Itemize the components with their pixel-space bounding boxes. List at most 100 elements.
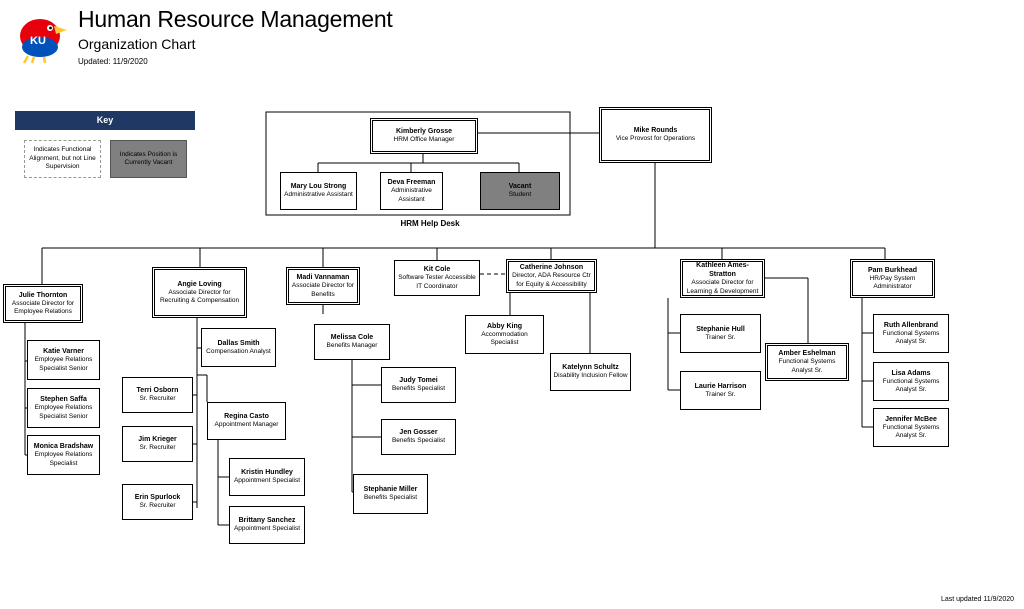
node-name: Monica Bradshaw xyxy=(33,443,94,451)
node-name: Mary Lou Strong xyxy=(290,183,347,191)
node-name: Deva Freeman xyxy=(387,179,436,187)
jayhawk-logo: KU xyxy=(20,19,67,64)
org-node-judy-tomei[interactable]: Judy Tomei Benefits Specialist xyxy=(381,367,456,403)
node-name: Erin Spurlock xyxy=(134,494,181,502)
node-title: Benefits Specialist xyxy=(391,385,446,393)
node-title: Appointment Specialist xyxy=(233,477,301,485)
node-title: Sr. Recruiter xyxy=(139,444,176,452)
node-name: Jim Krieger xyxy=(138,436,177,444)
node-title: Administrative Assistant xyxy=(284,191,353,199)
node-name: Amber Eshelman xyxy=(778,350,836,358)
org-node-abby-king[interactable]: Abby King Accommodation Specialist xyxy=(465,315,544,354)
logo-text: KU xyxy=(30,35,46,47)
org-node-kathleen-ames-stratton[interactable]: Kathleen Ames-Stratton Associate Directo… xyxy=(680,259,765,298)
org-node-ruth-allenbrand[interactable]: Ruth Allenbrand Functional Systems Analy… xyxy=(873,314,949,353)
node-name: Abby King xyxy=(487,322,522,330)
org-node-lisa-adams[interactable]: Lisa Adams Functional Systems Analyst Sr… xyxy=(873,362,949,401)
node-name: Stephen Saffa xyxy=(40,396,87,404)
key-dotted-box: Indicates Functional Alignment, but not … xyxy=(24,140,101,178)
org-node-mike-rounds[interactable]: Mike Rounds Vice Provost for Operations xyxy=(599,107,712,163)
org-node-erin-spurlock[interactable]: Erin Spurlock Sr. Recruiter xyxy=(122,484,193,520)
node-title: Benefits Specialist xyxy=(363,494,418,502)
org-node-julie-thornton[interactable]: Julie Thornton Associate Director for Em… xyxy=(3,284,83,323)
org-node-mary-lou-strong[interactable]: Mary Lou Strong Administrative Assistant xyxy=(280,172,357,210)
org-node-deva-freeman[interactable]: Deva Freeman Administrative Assistant xyxy=(380,172,443,210)
org-node-vacant-student[interactable]: Vacant Student xyxy=(480,172,560,210)
node-name: Melissa Cole xyxy=(330,334,374,342)
org-node-madi-vannaman[interactable]: Madi Vannaman Associate Director for Ben… xyxy=(286,267,360,305)
node-title: Disability Inclusion Fellow xyxy=(553,372,628,380)
node-title: Director, ADA Resource Ctr for Equity & … xyxy=(512,272,591,288)
org-node-laurie-harrison[interactable]: Laurie Harrison Trainer Sr. xyxy=(680,371,761,410)
node-name: Laurie Harrison xyxy=(694,382,747,390)
node-name: Regina Casto xyxy=(224,413,269,421)
org-node-jennifer-mcbee[interactable]: Jennifer McBee Functional Systems Analys… xyxy=(873,408,949,447)
org-node-terri-osborn[interactable]: Terri Osborn Sr. Recruiter xyxy=(122,377,193,413)
key-header: Key xyxy=(15,111,195,130)
node-name: Kathleen Ames-Stratton xyxy=(696,261,749,279)
node-title: Functional Systems Analyst Sr. xyxy=(882,423,940,440)
org-node-regina-casto[interactable]: Regina Casto Appointment Manager xyxy=(207,402,286,440)
node-title: Benefits Manager xyxy=(326,342,378,350)
org-node-jim-krieger[interactable]: Jim Krieger Sr. Recruiter xyxy=(122,426,193,462)
help-desk-label: HRM Help Desk xyxy=(400,219,460,228)
node-title: Sr. Recruiter xyxy=(139,395,176,403)
node-title: Employee Relations Specialist Senior xyxy=(34,404,93,420)
node-name: Pam Burkhead xyxy=(867,266,918,274)
node-name: Angie Loving xyxy=(177,280,222,288)
node-title: Associate Director for Recruiting & Comp… xyxy=(159,288,240,305)
node-title: Appointment Specialist xyxy=(233,525,301,533)
node-title: Accommodation Specialist xyxy=(481,330,528,347)
org-node-monica-bradshaw[interactable]: Monica Bradshaw Employee Relations Speci… xyxy=(27,435,100,475)
node-title: Functional Systems Analyst Sr. xyxy=(778,358,836,374)
org-node-kit-cole[interactable]: Kit Cole Software Tester Accessible IT C… xyxy=(394,260,480,296)
node-name: Catherine Johnson xyxy=(519,264,584,272)
node-name: Jen Gosser xyxy=(399,429,438,437)
org-node-pam-burkhead[interactable]: Pam Burkhead HR/Pay System Administrator xyxy=(850,259,935,298)
node-title: Employee Relations Specialist xyxy=(34,451,93,467)
org-node-angie-loving[interactable]: Angie Loving Associate Director for Recr… xyxy=(152,267,247,318)
node-name: Ruth Allenbrand xyxy=(883,321,939,329)
help-desk-group-box xyxy=(265,111,571,216)
node-name: Terri Osborn xyxy=(136,387,179,395)
node-title: Benefits Specialist xyxy=(391,437,446,445)
org-node-melissa-cole[interactable]: Melissa Cole Benefits Manager xyxy=(314,324,390,360)
node-title: Trainer Sr. xyxy=(705,390,736,398)
node-title: Associate Director for Benefits xyxy=(291,282,355,298)
page-subtitle: Organization Chart xyxy=(78,36,196,52)
node-name: Julie Thornton xyxy=(18,291,68,299)
node-name: Kit Cole xyxy=(423,266,451,274)
node-title: Functional Systems Analyst Sr. xyxy=(882,377,940,394)
node-name: Madi Vannaman xyxy=(296,274,350,282)
node-title: HRM Office Manager xyxy=(393,136,455,144)
org-node-stephen-saffa[interactable]: Stephen Saffa Employee Relations Special… xyxy=(27,388,100,428)
node-name: Stephanie Hull xyxy=(696,325,745,333)
key-vacant-box: Indicates Position is Currently Vacant xyxy=(110,140,187,178)
node-title: Employee Relations Specialist Senior xyxy=(34,356,93,372)
org-node-jen-gosser[interactable]: Jen Gosser Benefits Specialist xyxy=(381,419,456,455)
org-node-katie-varner[interactable]: Katie Varner Employee Relations Speciali… xyxy=(27,340,100,380)
node-name: Dallas Smith xyxy=(217,339,260,347)
org-node-dallas-smith[interactable]: Dallas Smith Compensation Analyst xyxy=(201,328,276,367)
node-name: Katie Varner xyxy=(43,348,84,356)
org-node-katelynn-schultz[interactable]: Katelynn Schultz Disability Inclusion Fe… xyxy=(550,353,631,391)
node-title: Student xyxy=(508,191,532,199)
footer-last-updated: Last updated 11/9/2020 xyxy=(940,596,1014,603)
node-title: Compensation Analyst xyxy=(206,347,271,355)
node-title: Software Tester Accessible IT Coordinato… xyxy=(398,274,476,290)
node-name: Mike Rounds xyxy=(633,127,678,135)
org-node-brittany-sanchez[interactable]: Brittany Sanchez Appointment Specialist xyxy=(229,506,305,544)
org-node-stephanie-hull[interactable]: Stephanie Hull Trainer Sr. xyxy=(680,314,761,353)
org-node-amber-eshelman[interactable]: Amber Eshelman Functional Systems Analys… xyxy=(765,343,849,381)
org-node-kristin-hundley[interactable]: Kristin Hundley Appointment Specialist xyxy=(229,458,305,496)
node-name: Lisa Adams xyxy=(891,369,931,377)
node-title: Vice Provost for Operations xyxy=(615,135,696,143)
org-node-catherine-johnson[interactable]: Catherine Johnson Director, ADA Resource… xyxy=(506,259,597,293)
node-name: Kristin Hundley xyxy=(241,469,293,477)
updated-date: Updated: 11/9/2020 xyxy=(78,57,148,66)
org-node-stephanie-miller[interactable]: Stephanie Miller Benefits Specialist xyxy=(353,474,428,514)
node-name: Judy Tomei xyxy=(399,377,438,385)
node-title: Appointment Manager xyxy=(214,421,279,429)
org-node-kimberly-grosse[interactable]: Kimberly Grosse HRM Office Manager xyxy=(370,118,478,154)
